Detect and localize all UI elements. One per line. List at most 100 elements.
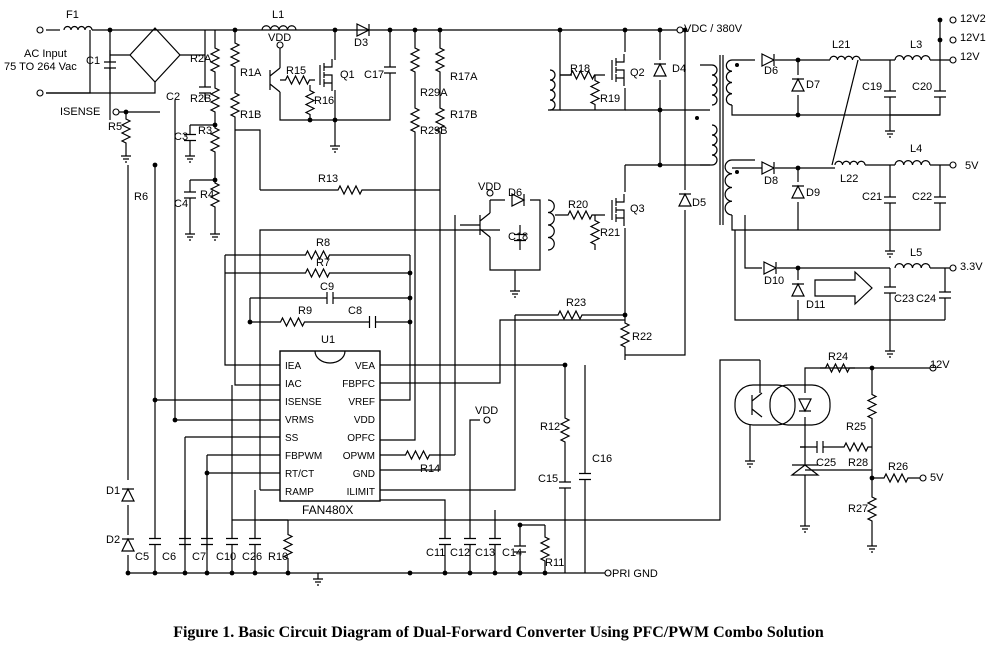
label-r29b: R29B <box>420 125 448 137</box>
terminal <box>486 189 494 197</box>
label-r18: R18 <box>570 63 590 75</box>
label-c23: C23 <box>894 293 914 305</box>
junction-dot <box>795 57 801 63</box>
label-c20: C20 <box>912 81 932 93</box>
wire <box>46 82 156 94</box>
capacitor-c25 <box>800 441 840 453</box>
capacitor-c6 <box>179 510 191 573</box>
inductor-l4 <box>894 160 931 166</box>
capacitor-c7 <box>201 510 213 573</box>
opto-transistor <box>751 392 763 418</box>
ic-pin-vdd: VDD <box>354 415 375 426</box>
ground-symbol <box>330 140 340 153</box>
label-c3: C3 <box>174 131 188 143</box>
ic-pin-vrms: VRMS <box>285 415 314 426</box>
ic-pin-rtct: RT/CT <box>285 469 314 480</box>
junction-dot <box>682 27 688 33</box>
wire <box>890 110 941 116</box>
resistor-r22 <box>619 315 631 355</box>
resistor-r20 <box>555 209 605 221</box>
terminal <box>949 161 957 169</box>
resistor-r17b <box>434 90 446 150</box>
diode-d10 <box>763 261 778 275</box>
ic-pin-iac: IAC <box>285 379 302 390</box>
label-l22: L22 <box>840 173 858 185</box>
label-r1b: R1B <box>240 109 261 121</box>
out-12v1-label: 12V1 <box>960 32 986 44</box>
out-12v-label: 12V <box>960 51 980 63</box>
terminal <box>929 364 937 372</box>
resistor-r29a <box>409 30 421 90</box>
ground-symbol <box>121 150 131 163</box>
polarity-dot <box>735 63 739 67</box>
junction-dot <box>657 107 663 113</box>
optocoupler-right <box>769 384 831 426</box>
wire <box>800 417 806 448</box>
wire <box>279 92 340 121</box>
inductor-l21 <box>829 55 861 61</box>
wire <box>490 199 541 250</box>
terminal <box>112 108 120 116</box>
transformer-primary-bottom <box>711 124 718 166</box>
shunt-regulator <box>790 464 820 476</box>
label-d2: D2 <box>106 534 120 546</box>
label-c25: C25 <box>816 457 836 469</box>
ground-symbol <box>210 228 220 241</box>
ground-symbol <box>885 125 895 138</box>
wires <box>36 16 957 577</box>
optocoupler-left <box>734 384 796 426</box>
capacitor-c18 <box>514 225 526 250</box>
junction-dot <box>125 570 131 576</box>
capacitor-c14 <box>514 525 526 573</box>
wire <box>731 105 940 116</box>
label-d1: D1 <box>106 485 120 497</box>
label-c7: C7 <box>192 551 206 563</box>
wire <box>232 359 760 521</box>
wire <box>206 454 280 550</box>
capacitor-c15 <box>559 470 571 500</box>
label-d6a: D6 <box>508 187 522 199</box>
resistor-r17a <box>434 30 446 90</box>
label-r3: R3 <box>198 125 212 137</box>
transformer-drive-primary <box>549 69 556 111</box>
label-c18: C18 <box>508 231 528 243</box>
wire <box>380 499 446 510</box>
label-d6b: D6 <box>764 65 778 77</box>
transistor-q4 <box>479 212 491 238</box>
ic-pin-fbpwm: FBPWM <box>285 451 322 462</box>
label-c9: C9 <box>320 281 334 293</box>
capacitor-c1 <box>104 50 116 80</box>
fb-5v-label: 5V <box>930 472 944 484</box>
ground-symbol <box>867 540 877 553</box>
label-l5: L5 <box>910 247 922 259</box>
resistor-r1a <box>229 30 241 80</box>
resistor-r23 <box>515 309 625 321</box>
resistor-r27 <box>866 478 878 540</box>
wire <box>380 315 516 491</box>
label-r4: R4 <box>200 189 214 201</box>
label-c15: C15 <box>538 473 558 485</box>
capacitor-c2 <box>199 80 211 100</box>
resistor-r9 <box>250 316 335 328</box>
wire <box>380 150 441 471</box>
ic-pin-ss: SS <box>285 433 299 444</box>
wire <box>109 30 130 120</box>
label-f1: F1 <box>66 9 79 21</box>
diode-d6 <box>761 53 776 67</box>
resistor-r2b <box>209 80 221 120</box>
ic-ref: U1 <box>321 334 335 346</box>
terminal <box>36 26 44 34</box>
capacitor-c5 <box>149 510 161 573</box>
junction-dot <box>937 37 943 43</box>
diode-d1 <box>121 487 135 502</box>
capacitor-c11 <box>439 510 451 573</box>
label-c4: C4 <box>174 198 188 210</box>
wire <box>700 64 712 166</box>
junction-dot <box>622 27 628 33</box>
resistor-r13 <box>260 184 440 196</box>
terminal <box>276 41 284 49</box>
wire <box>234 130 280 386</box>
vdd-label-q1: VDD <box>268 32 291 44</box>
junction-dot <box>557 27 563 33</box>
ac-range-label: 75 TO 264 Vac <box>4 61 77 73</box>
